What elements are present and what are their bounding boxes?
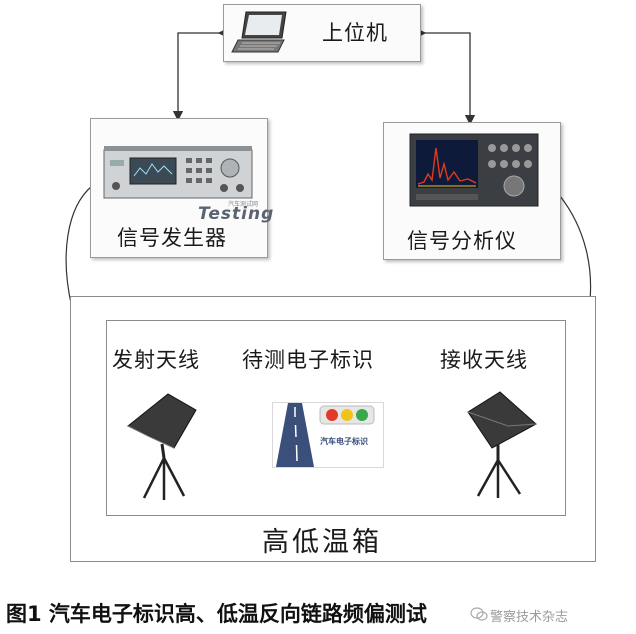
watermark-account: 警察技术杂志: [490, 610, 569, 625]
rx-antenna-icon: [467, 391, 537, 498]
tx-antenna-label: 发射天线: [112, 348, 200, 372]
watermark-logo: Testing: [198, 204, 275, 224]
watermark-subtext: 汽车测试网: [228, 201, 259, 208]
host-pc-label: 上位机: [322, 21, 388, 45]
laptop-icon: [231, 11, 287, 53]
road-icon: [276, 403, 314, 467]
link-pc-generator: [172, 27, 229, 122]
dut-label: 待测电子标识: [242, 348, 374, 372]
signal-analyzer-icon: [409, 133, 539, 207]
figure-caption: 图1 汽车电子标识高、低温反向链路频偏测试: [6, 602, 427, 626]
tag-card-text: 汽车电子标识: [320, 437, 368, 446]
signal-generator-label: 信号发生器: [117, 226, 227, 250]
traffic-light-icon: [319, 405, 375, 425]
rx-antenna-label: 接收天线: [440, 348, 528, 372]
link-pc-analyzer: [415, 27, 476, 126]
signal-analyzer-label: 信号分析仪: [407, 229, 517, 253]
wechat-icon: [470, 607, 488, 621]
signal-generator-icon: [103, 146, 253, 199]
tx-antenna-icon: [127, 393, 197, 500]
chamber-label: 高低温箱: [262, 527, 382, 558]
